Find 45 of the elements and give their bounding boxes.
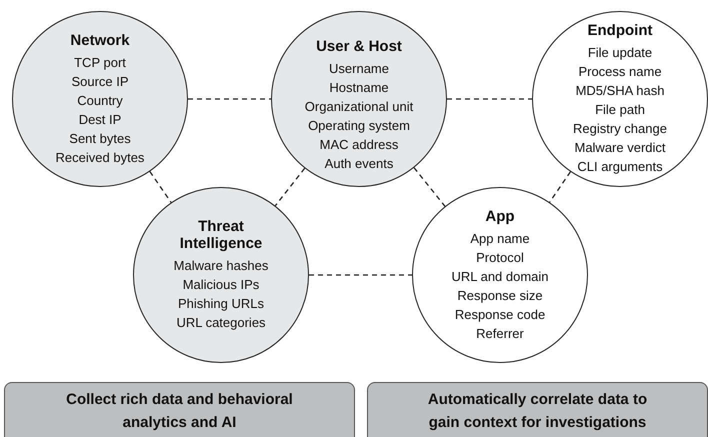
data-field-label: File update: [588, 44, 652, 62]
data-field-label: CLI arguments: [577, 158, 663, 176]
data-field-label: Response size: [457, 286, 543, 304]
data-field-label: Malware verdict: [574, 139, 666, 157]
banner-text: Collect rich data and behavioral analytics and AI: [65, 390, 294, 432]
category-heading: Network: [70, 32, 130, 48]
category-heading: Endpoint: [588, 22, 652, 39]
dashed-connector: [414, 167, 446, 207]
data-field-label: Phishing URLs: [178, 295, 264, 313]
data-field-label: Username: [329, 60, 389, 78]
banner-text: Automatically correlate data to gain context for investigations: [426, 390, 648, 432]
data-field-label: Dest IP: [78, 110, 122, 128]
data-field-label: File path: [595, 101, 645, 119]
data-field-label: Auth events: [324, 154, 394, 172]
data-field-label: Process name: [578, 63, 662, 81]
data-field-label: TCP port: [74, 54, 126, 72]
data-field-label: Protocol: [476, 248, 524, 266]
category-heading: Threat Intelligence: [178, 218, 264, 252]
data-field-label: App name: [470, 230, 530, 248]
data-field-label: Country: [77, 92, 123, 110]
data-field-label: Malware hashes: [174, 257, 268, 275]
category-heading: App: [485, 208, 515, 224]
data-field-label: Hostname: [329, 78, 389, 96]
data-field-label: MAC address: [320, 136, 398, 154]
data-field-label: Response code: [454, 306, 546, 324]
data-field-label: URL and domain: [451, 268, 549, 286]
data-field-label: URL categories: [176, 314, 266, 332]
dashed-connector: [149, 171, 172, 203]
category-heading: User & Host: [316, 38, 402, 54]
dashed-connector: [549, 171, 571, 203]
summary-banner: [367, 382, 708, 437]
data-field-label: Operating system: [308, 116, 410, 134]
data-field-label: Malicious IPs: [182, 276, 260, 294]
data-field-label: Sent bytes: [69, 130, 131, 148]
dashed-connector: [447, 98, 532, 100]
data-field-label: Source IP: [71, 72, 129, 90]
data-field-label: MD5/SHA hash: [576, 82, 664, 100]
data-field-label: Referrer: [476, 324, 524, 342]
summary-banner: [4, 382, 355, 437]
dashed-connector: [309, 274, 412, 276]
dashed-connector: [188, 98, 271, 100]
dashed-connector: [274, 168, 306, 206]
data-field-label: Received bytes: [56, 148, 144, 166]
data-field-label: Organizational unit: [304, 98, 414, 116]
data-field-label: Registry change: [573, 120, 667, 138]
